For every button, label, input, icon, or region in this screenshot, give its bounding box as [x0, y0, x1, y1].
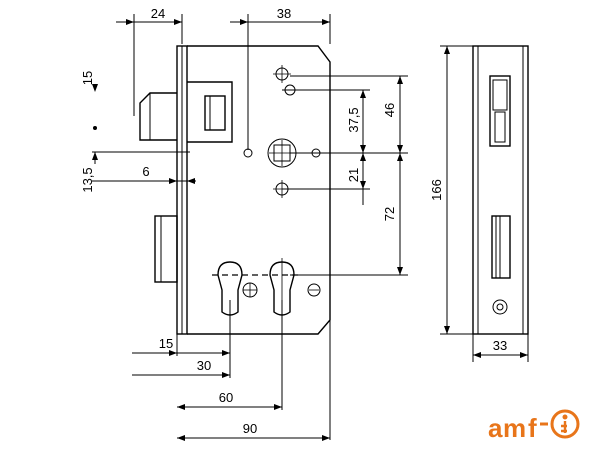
dimension-15-vertical: 15 13,5	[80, 71, 98, 193]
dimension-30: 30	[132, 358, 230, 378]
dim-label-30: 30	[197, 358, 211, 373]
dimension-33: 33	[472, 334, 529, 362]
dim-label-13-5: 13,5	[80, 167, 95, 192]
lock-case	[176, 45, 331, 335]
dimension-38: 38	[230, 6, 330, 25]
dimension-72: 72	[382, 153, 403, 275]
dim-label-46: 46	[382, 103, 397, 117]
dimension-46: 46	[382, 76, 403, 153]
dim-label-90: 90	[243, 421, 257, 436]
dimension-21: 21	[346, 153, 366, 205]
dim-label-24: 24	[151, 6, 165, 21]
dimension-6: 6	[130, 164, 196, 184]
dim-label-38: 38	[277, 6, 291, 21]
dimension-15-horizontal: 15	[132, 336, 230, 356]
dimension-24: 24	[116, 6, 182, 25]
dim-label-166: 166	[429, 179, 444, 201]
dim-label-60: 60	[219, 390, 233, 405]
cylinder-cutouts	[212, 258, 321, 320]
dim-label-21: 21	[346, 168, 361, 182]
dim-label-15-vertical: 15	[80, 71, 95, 85]
dim-label-6: 6	[142, 164, 149, 179]
dimension-90: 90	[177, 421, 330, 441]
dimension-166: 166	[429, 45, 473, 335]
amf-logo: a m f	[488, 409, 580, 443]
dimension-60: 60	[177, 390, 282, 410]
dimension-37-5: 37,5	[346, 90, 366, 153]
latch-bolt	[139, 81, 233, 143]
dim-label-72: 72	[382, 207, 397, 221]
svg-text:a: a	[488, 413, 503, 443]
svg-text:f: f	[528, 413, 537, 443]
dim-label-33: 33	[493, 338, 507, 353]
svg-text:m: m	[503, 413, 526, 443]
extension-lines	[92, 14, 408, 440]
dim-label-37-5: 37,5	[346, 107, 361, 132]
dead-bolt	[154, 215, 178, 283]
forend-front-view	[472, 45, 529, 335]
dim-label-15-horizontal: 15	[159, 336, 173, 351]
